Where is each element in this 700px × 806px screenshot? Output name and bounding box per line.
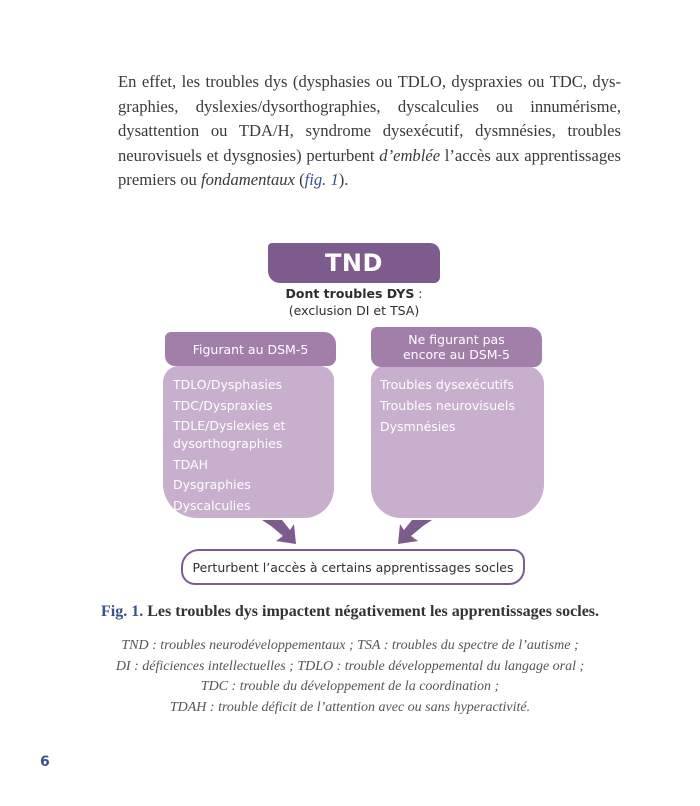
list-item: TDAH	[173, 456, 208, 472]
right-arrow-icon	[398, 520, 432, 544]
legend-line: TND : troubles neurodéveloppementaux ; T…	[121, 638, 579, 653]
list-item: Dysmnésies	[380, 419, 456, 434]
page-number: 6	[40, 754, 50, 770]
paragraph-text-4: ).	[338, 170, 349, 189]
abbreviation-legend: TND : troubles neurodéveloppementaux ; T…	[60, 636, 640, 718]
paragraph-text-2: l’accès aux apprentissages premiers ou	[118, 145, 621, 190]
right-header-line2: encore au DSM-5	[402, 347, 511, 362]
paragraph-text-1: En effet, les troubles dys (dysphasies o…	[118, 72, 621, 165]
result-text: Perturbent l’accès à certains apprentiss…	[192, 559, 514, 575]
legend-line: DI : déficiences intellectuelles ; TDLO …	[115, 658, 585, 674]
paragraph-emphasis-1: d’emblée	[379, 145, 441, 165]
right-header-line1: Ne figurant pas	[408, 332, 505, 347]
list-item: Troubles neurovisuels	[380, 398, 515, 413]
list-item: TDLO/Dysphasies	[173, 377, 283, 392]
body-paragraph: En effet, les troubles dys (dysphasies o…	[118, 70, 621, 193]
list-item: Dyscalculies	[173, 497, 251, 513]
caption-text: Les troubles dys impactent négativement …	[143, 603, 600, 620]
subtitle-bold: Dont troubles DYS	[285, 286, 415, 301]
figure-reference-link[interactable]: fig. 1	[304, 170, 339, 189]
subtitle-line2: (exclusion DI et TSA)	[288, 303, 420, 318]
left-arrow-icon	[262, 520, 296, 544]
paragraph-emphasis-2: fondamentaux	[200, 170, 295, 189]
list-item: Troubles dysexécutifs	[380, 377, 514, 392]
result-box: Perturbent l’accès à certains apprentiss…	[181, 549, 525, 585]
right-category-box: Troubles dysexécutifs Troubles neurovisu…	[371, 366, 544, 518]
legend-line: TDC : trouble du développement de la coo…	[200, 679, 500, 694]
list-item: TDC/Dyspraxies	[173, 397, 273, 413]
paragraph-text-3: (	[294, 170, 305, 189]
subtitle-colon: :	[414, 286, 423, 301]
figure-number: Fig. 1.	[100, 603, 144, 620]
tnd-title: TND	[325, 249, 383, 277]
left-header-label: Figurant au DSM-5	[192, 341, 309, 357]
list-item: TDLE/Dyslexies et dysorthographies	[173, 418, 286, 451]
left-category-list: TDLO/Dysphasies TDC/Dyspraxies TDLE/Dysl…	[173, 376, 333, 517]
legend-line: TDAH : trouble déficit de l’attention av…	[169, 699, 531, 715]
diagram-subtitle: Dont troubles DYS : (exclusion DI et TSA…	[240, 285, 468, 319]
left-category-header: Figurant au DSM-5	[165, 332, 336, 366]
list-item: Dysgraphies	[173, 477, 251, 492]
figure-caption: Fig. 1. Les troubles dys impactent négat…	[70, 603, 630, 621]
right-category-list: Troubles dysexécutifs Troubles neurovisu…	[380, 376, 540, 439]
left-category-box: TDLO/Dysphasies TDC/Dyspraxies TDLE/Dysl…	[163, 366, 334, 518]
tnd-title-box: TND	[268, 243, 440, 283]
